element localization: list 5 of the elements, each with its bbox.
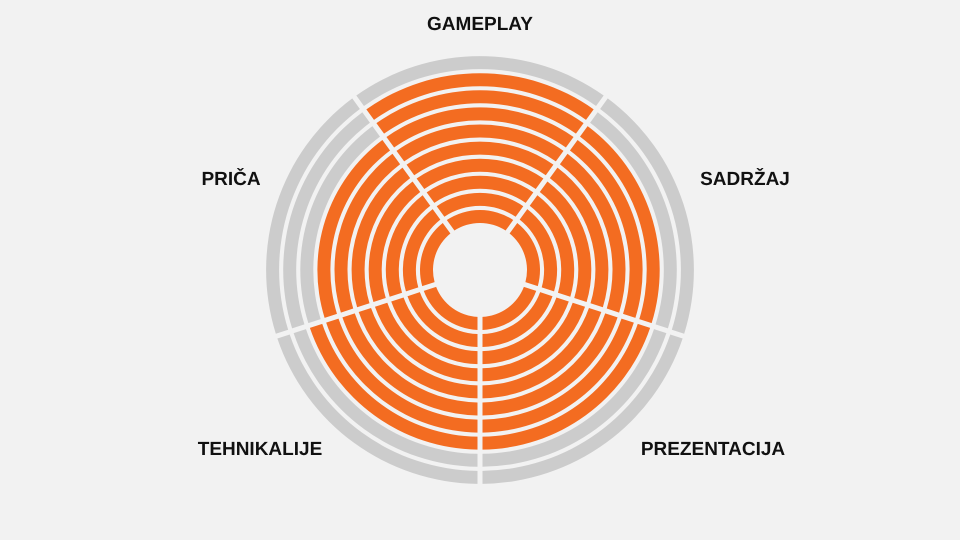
category-label: PREZENTACIJA xyxy=(640,439,786,461)
category-label: SADRŽAJ xyxy=(700,169,790,191)
category-label: TEHNIKALIJE xyxy=(198,439,322,461)
category-label: PRIČA xyxy=(201,169,261,191)
category-label: GAMEPLAY xyxy=(427,14,533,36)
